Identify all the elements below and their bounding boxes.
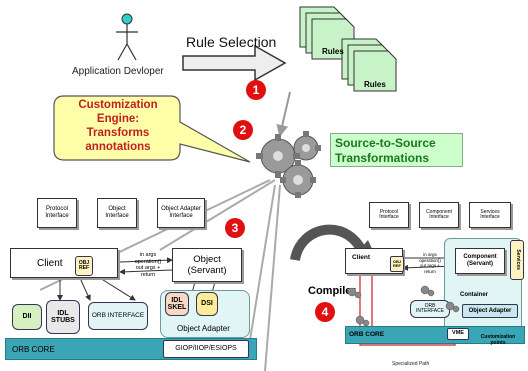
engine-line-2: Engine: — [96, 113, 140, 125]
engine-text: Customization Engine: Transforms annotat… — [58, 98, 178, 154]
left-out-args: out args + — [135, 265, 161, 271]
app-developer-label: Application Devloper — [72, 66, 164, 77]
left-object-l2: (Servant) — [187, 265, 227, 276]
rules-label-1: Rules — [322, 47, 344, 56]
left-call-labels: in args operation() out args + return — [127, 252, 169, 278]
right-vme: VME — [447, 328, 469, 340]
left-giop: GIOP/IIOP/ESIOPS — [163, 340, 249, 358]
right-container-label: Container — [460, 292, 489, 298]
left-object-l1: Object — [193, 254, 221, 265]
right-object-adapter: Object Adapter — [462, 304, 518, 318]
right-orb-core-label: ORB CORE — [349, 331, 385, 338]
right-component-l1: Component — [463, 254, 497, 260]
left-dii: DII — [12, 304, 42, 330]
left-idl-stubs: IDL STUBS — [46, 300, 80, 334]
right-protocol-interface: Protocol Interface — [369, 202, 409, 228]
right-component-servant: Component (Servant) — [455, 248, 505, 274]
left-orb-core-label: ORB CORE — [12, 345, 55, 354]
step-1: 1 — [246, 80, 266, 100]
rules-documents-icon — [299, 6, 397, 92]
s2s-line-2: Transformations — [335, 151, 430, 165]
left-object-adapter-interface: Object Adapter Interface — [157, 198, 205, 228]
right-services-interface: Services Interface — [469, 202, 511, 228]
rule-selection-arrow — [182, 44, 287, 82]
step-2: 2 — [233, 120, 253, 140]
s2s-box: Source-to-Source Transformations — [330, 133, 463, 167]
left-dsi: DSI — [196, 292, 218, 316]
developer-figure-icon — [116, 13, 138, 61]
right-call-labels: in args operation() out args + return — [410, 252, 450, 274]
left-orb-interface: ORB INTERFACE — [88, 302, 148, 330]
right-obj-ref: OBJ REF — [390, 256, 404, 272]
engine-line-1: Customization — [78, 99, 158, 111]
right-component-l2: (Servant) — [466, 261, 493, 267]
engine-callout — [53, 95, 251, 163]
left-client-label: Client — [37, 258, 63, 269]
right-out-args: out args + — [419, 263, 441, 268]
s2s-line-1: Source-to-Source — [335, 136, 436, 150]
left-return: return — [140, 271, 156, 278]
step-4: 4 — [315, 302, 335, 322]
left-protocol-interface: Protocol Interface — [37, 198, 77, 228]
left-object-adapter: Object Adapter — [177, 324, 230, 333]
rule-selection-label: Rule Selection — [186, 34, 277, 50]
compiler-arrow — [290, 224, 370, 262]
rules-label-2: Rules — [364, 80, 386, 89]
right-customization-points: Customization points — [480, 334, 516, 346]
left-idl-skel: IDL SKEL — [165, 292, 189, 316]
right-component-interface: Component Interface — [419, 202, 459, 228]
right-specialized-path: Specialized Path — [392, 361, 430, 367]
left-object-interface: Object Interface — [97, 198, 137, 228]
engine-line-3: Transforms — [86, 127, 150, 139]
right-in-args: in args — [423, 252, 437, 257]
right-operation: operation() — [419, 257, 441, 263]
right-return: return — [424, 268, 436, 274]
right-services-label: Services — [514, 249, 521, 271]
left-operation: operation() — [134, 258, 162, 265]
left-object-servant: Object (Servant) — [172, 248, 242, 282]
compiler-label: Compiler — [308, 285, 356, 297]
right-services: Services — [510, 240, 524, 280]
step-3: 3 — [225, 218, 245, 238]
left-obj-ref: OBJ REF — [75, 256, 93, 276]
left-in-args: in args — [139, 252, 157, 258]
engine-line-4: annotations — [85, 141, 151, 153]
right-orb-core: ORB CORE — [345, 326, 525, 344]
left-client-box: Client — [10, 248, 118, 278]
right-client-label: Client — [352, 254, 371, 261]
right-orb-interface: ORB INTERFACE — [410, 300, 450, 318]
gears-icon — [256, 131, 321, 198]
